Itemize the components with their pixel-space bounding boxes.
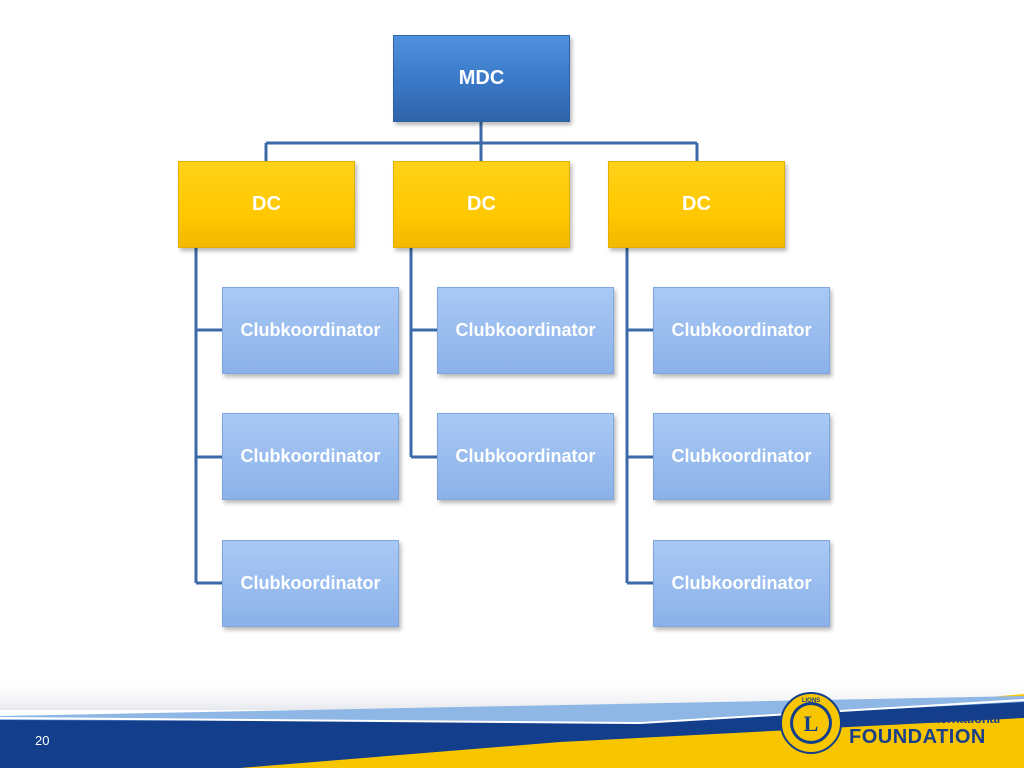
node-clubkoordinator: Clubkoordinator xyxy=(653,540,830,627)
node-clubkoordinator: Clubkoordinator xyxy=(653,413,830,500)
node-clubkoordinator-label: Clubkoordinator xyxy=(240,446,381,466)
node-dc-2: DC xyxy=(393,161,570,248)
node-dc-label: DC xyxy=(682,193,711,215)
footer-band xyxy=(0,678,1024,768)
node-clubkoordinator-label: Clubkoordinator xyxy=(240,573,381,593)
node-dc-label: DC xyxy=(467,193,496,215)
node-clubkoordinator: Clubkoordinator xyxy=(437,287,614,374)
node-dc-label: DC xyxy=(252,193,281,215)
node-clubkoordinator-label: Clubkoordinator xyxy=(455,446,596,466)
node-clubkoordinator: Clubkoordinator xyxy=(653,287,830,374)
node-clubkoordinator: Clubkoordinator xyxy=(222,287,399,374)
logo-line-1: Lions Clubs International xyxy=(849,711,1001,726)
logo-line-2: FOUNDATION xyxy=(849,726,986,748)
node-mdc: MDC xyxy=(393,35,570,122)
page-number: 20 xyxy=(35,733,50,748)
node-mdc-label: MDC xyxy=(458,67,505,89)
node-dc-3: DC xyxy=(608,161,785,248)
lions-emblem-icon: L LIONS xyxy=(780,692,842,754)
node-dc-1: DC xyxy=(178,161,355,248)
node-clubkoordinator-label: Clubkoordinator xyxy=(671,320,812,340)
node-clubkoordinator-label: Clubkoordinator xyxy=(240,320,381,340)
svg-text:LIONS: LIONS xyxy=(802,698,820,704)
node-clubkoordinator: Clubkoordinator xyxy=(437,413,614,500)
node-clubkoordinator-label: Clubkoordinator xyxy=(671,573,812,593)
svg-text:L: L xyxy=(804,711,819,736)
node-clubkoordinator: Clubkoordinator xyxy=(222,413,399,500)
node-clubkoordinator-label: Clubkoordinator xyxy=(671,446,812,466)
node-clubkoordinator: Clubkoordinator xyxy=(222,540,399,627)
node-clubkoordinator-label: Clubkoordinator xyxy=(455,320,596,340)
